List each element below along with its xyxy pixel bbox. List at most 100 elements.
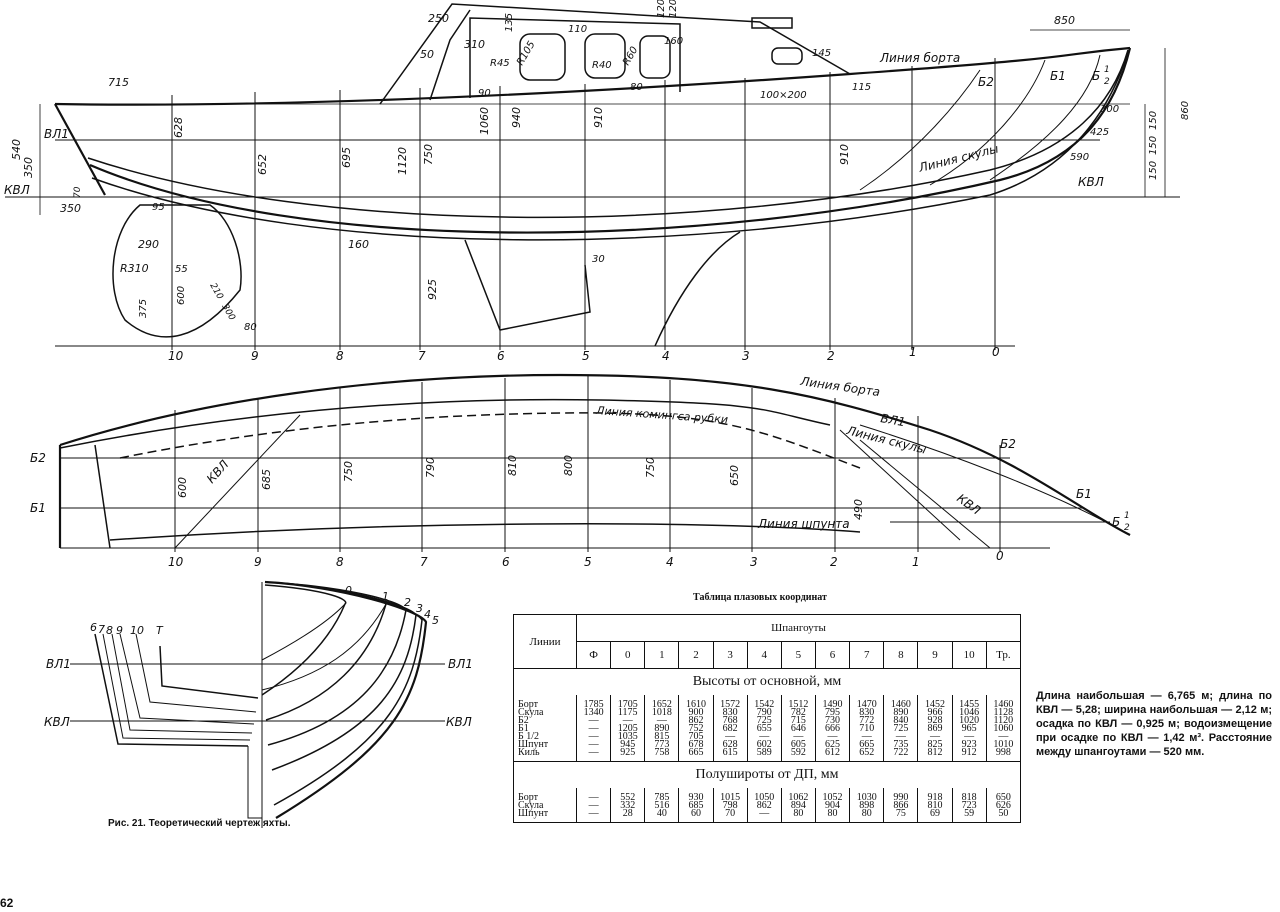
body-kvl-label-left: КВЛ <box>44 715 70 729</box>
table-cell: — <box>575 809 612 823</box>
svg-text:160: 160 <box>348 238 369 251</box>
svg-text:600: 600 <box>176 477 189 498</box>
column-header: Тр. <box>985 641 1022 669</box>
profile-kvl-label-left: КВЛ <box>4 183 30 197</box>
column-header: 0 <box>610 641 646 669</box>
body-vl1-label-right: ВЛ1 <box>448 657 473 671</box>
table-cell: 80 <box>814 809 851 823</box>
table-cell: 59 <box>951 809 987 823</box>
table-cell: 812 <box>917 748 953 762</box>
figure-caption: Рис. 21. Теоретический чертеж яхты. <box>108 818 291 829</box>
plan-station-lines <box>174 376 1001 552</box>
svg-text:115: 115 <box>852 82 871 93</box>
svg-text:2: 2 <box>830 555 838 569</box>
svg-text:135: 135 <box>504 13 515 32</box>
page-number: 62 <box>0 896 14 910</box>
svg-text:6: 6 <box>502 555 510 569</box>
hatch-icon <box>751 17 793 29</box>
svg-text:310: 310 <box>464 38 485 51</box>
svg-text:300: 300 <box>1100 104 1119 115</box>
transom-line <box>54 103 106 196</box>
window-1 <box>519 33 566 81</box>
profile-station-numbers: 10 9 8 7 6 5 4 3 2 1 0 <box>168 345 1000 363</box>
table-cell: 1120 <box>985 716 1022 726</box>
column-header: 6 <box>814 641 851 669</box>
svg-text:80: 80 <box>244 322 257 333</box>
svg-text:5: 5 <box>582 349 590 363</box>
column-header: 1 <box>644 641 680 669</box>
svg-text:350: 350 <box>60 202 81 215</box>
svg-text:350: 350 <box>22 157 35 178</box>
lines-header: Линии <box>513 614 577 669</box>
plan-chine-line <box>59 398 831 449</box>
body-kvl-label-right: КВЛ <box>446 715 472 729</box>
body-station-numbers-aft: 6 7 8 9 10 Т <box>90 621 164 637</box>
svg-text:810: 810 <box>506 455 519 476</box>
column-header: 8 <box>883 641 919 669</box>
column-header: 10 <box>951 641 987 669</box>
table-cell: 1128 <box>985 708 1022 718</box>
cabin-side <box>469 17 681 98</box>
table-cell: 1460 <box>985 695 1022 710</box>
svg-text:600: 600 <box>176 286 187 305</box>
frames-header: Шпангоуты <box>576 614 1021 642</box>
row-name: Шпунт <box>513 809 577 823</box>
table-cell: 665 <box>678 748 714 762</box>
svg-text:2: 2 <box>827 349 835 363</box>
table-cell: 592 <box>780 748 816 762</box>
svg-text:8: 8 <box>106 624 113 637</box>
profile-chine-line <box>87 49 1129 219</box>
svg-text:70: 70 <box>73 186 83 198</box>
keel-fin-leading-edge <box>654 231 741 347</box>
plan-chine-label: Линия скулы <box>844 423 928 457</box>
table-cell: 912 <box>951 748 987 762</box>
svg-text:95: 95 <box>152 202 165 213</box>
plan-bhalf-label-b: Б <box>1112 515 1120 529</box>
table-cell: 925 <box>610 748 646 762</box>
profile-buttock-bhalf <box>989 54 1101 181</box>
svg-text:80: 80 <box>630 82 643 93</box>
plan-coaming-label: Линия комингса рубки <box>595 404 729 426</box>
svg-text:R310: R310 <box>120 262 149 275</box>
svg-text:7: 7 <box>98 623 105 636</box>
svg-text:375: 375 <box>138 299 149 318</box>
plan-bhalf-label-den: 2 <box>1124 523 1130 533</box>
svg-text:10: 10 <box>168 349 184 363</box>
table-cell: 75 <box>883 809 919 823</box>
svg-text:5: 5 <box>584 555 592 569</box>
table-cell: 80 <box>780 809 816 823</box>
specifications-text: Длина наибольшая — 6,765 м; длина по КВЛ… <box>1036 690 1272 758</box>
svg-text:4: 4 <box>424 608 431 621</box>
table-cell: 615 <box>712 748 748 762</box>
svg-text:9: 9 <box>251 349 259 363</box>
row-name: Киль <box>513 748 577 762</box>
svg-text:50: 50 <box>420 48 434 61</box>
table-cell: 80 <box>849 809 885 823</box>
profile-buttock-b1 <box>929 59 1046 186</box>
table-cell: 652 <box>849 748 885 762</box>
table-cell: 1060 <box>985 724 1022 734</box>
table-cell: — <box>575 748 612 762</box>
column-header: 7 <box>849 641 885 669</box>
svg-text:8: 8 <box>336 349 344 363</box>
column-header: 2 <box>678 641 714 669</box>
heights-section-title: Высоты от основной, мм <box>513 668 1021 695</box>
profile-bhalf-label-den: 2 <box>1104 77 1110 87</box>
rudder <box>112 204 242 338</box>
plan-transom-fwd <box>94 444 111 549</box>
body-section-5 <box>264 580 428 819</box>
svg-text:425: 425 <box>1090 127 1109 138</box>
profile-buttock-b2 <box>859 69 981 191</box>
table-cell: 50 <box>985 809 1022 823</box>
cabin-outline <box>379 3 851 105</box>
svg-text:1060: 1060 <box>478 107 491 135</box>
profile-rabbet-line <box>89 47 1132 234</box>
svg-text:695: 695 <box>340 147 353 168</box>
svg-text:1: 1 <box>909 345 917 359</box>
profile-kvl-label-right: КВЛ <box>1078 175 1104 189</box>
svg-text:55: 55 <box>175 264 188 275</box>
